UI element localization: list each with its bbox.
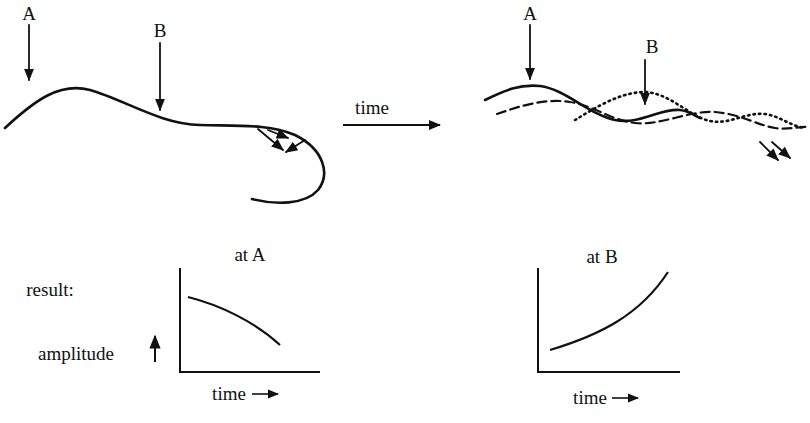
axis-arrow [612, 397, 638, 399]
solid-wave [485, 86, 700, 121]
label-text: B [646, 37, 659, 58]
label-text: time [355, 98, 389, 119]
label-text: result: [26, 280, 74, 301]
increasing-curve [550, 272, 668, 350]
pointer-arrow [159, 43, 161, 110]
pointer-arrow [529, 25, 531, 79]
label-text: at B [586, 247, 617, 268]
label-text: amplitude [38, 344, 114, 365]
label-text: time [573, 388, 607, 409]
left-wave-group [5, 25, 324, 203]
axis-arrow [252, 393, 278, 395]
plot-axes [180, 268, 320, 372]
label-text: A [22, 4, 36, 25]
label-text: at A [234, 245, 265, 266]
label-text: time [212, 384, 246, 405]
breaking-wave [5, 88, 324, 203]
dotted-wave [575, 92, 805, 128]
time-arrow [343, 124, 440, 126]
plot-at-b [538, 268, 680, 398]
axis-arrow [154, 336, 156, 362]
flow-arrow [268, 130, 288, 138]
pointer-arrow [644, 60, 646, 104]
dashed-wave [497, 101, 808, 129]
label-text: A [523, 4, 537, 25]
pointer-arrow [28, 25, 30, 80]
flow-arrow [286, 140, 305, 152]
flow-arrow [772, 142, 790, 158]
flow-arrow [258, 129, 283, 150]
right-wave-group [485, 25, 808, 160]
plot-at-a [155, 268, 320, 394]
decreasing-curve [188, 297, 280, 345]
label-text: B [154, 21, 167, 42]
plot-axes [538, 268, 680, 372]
